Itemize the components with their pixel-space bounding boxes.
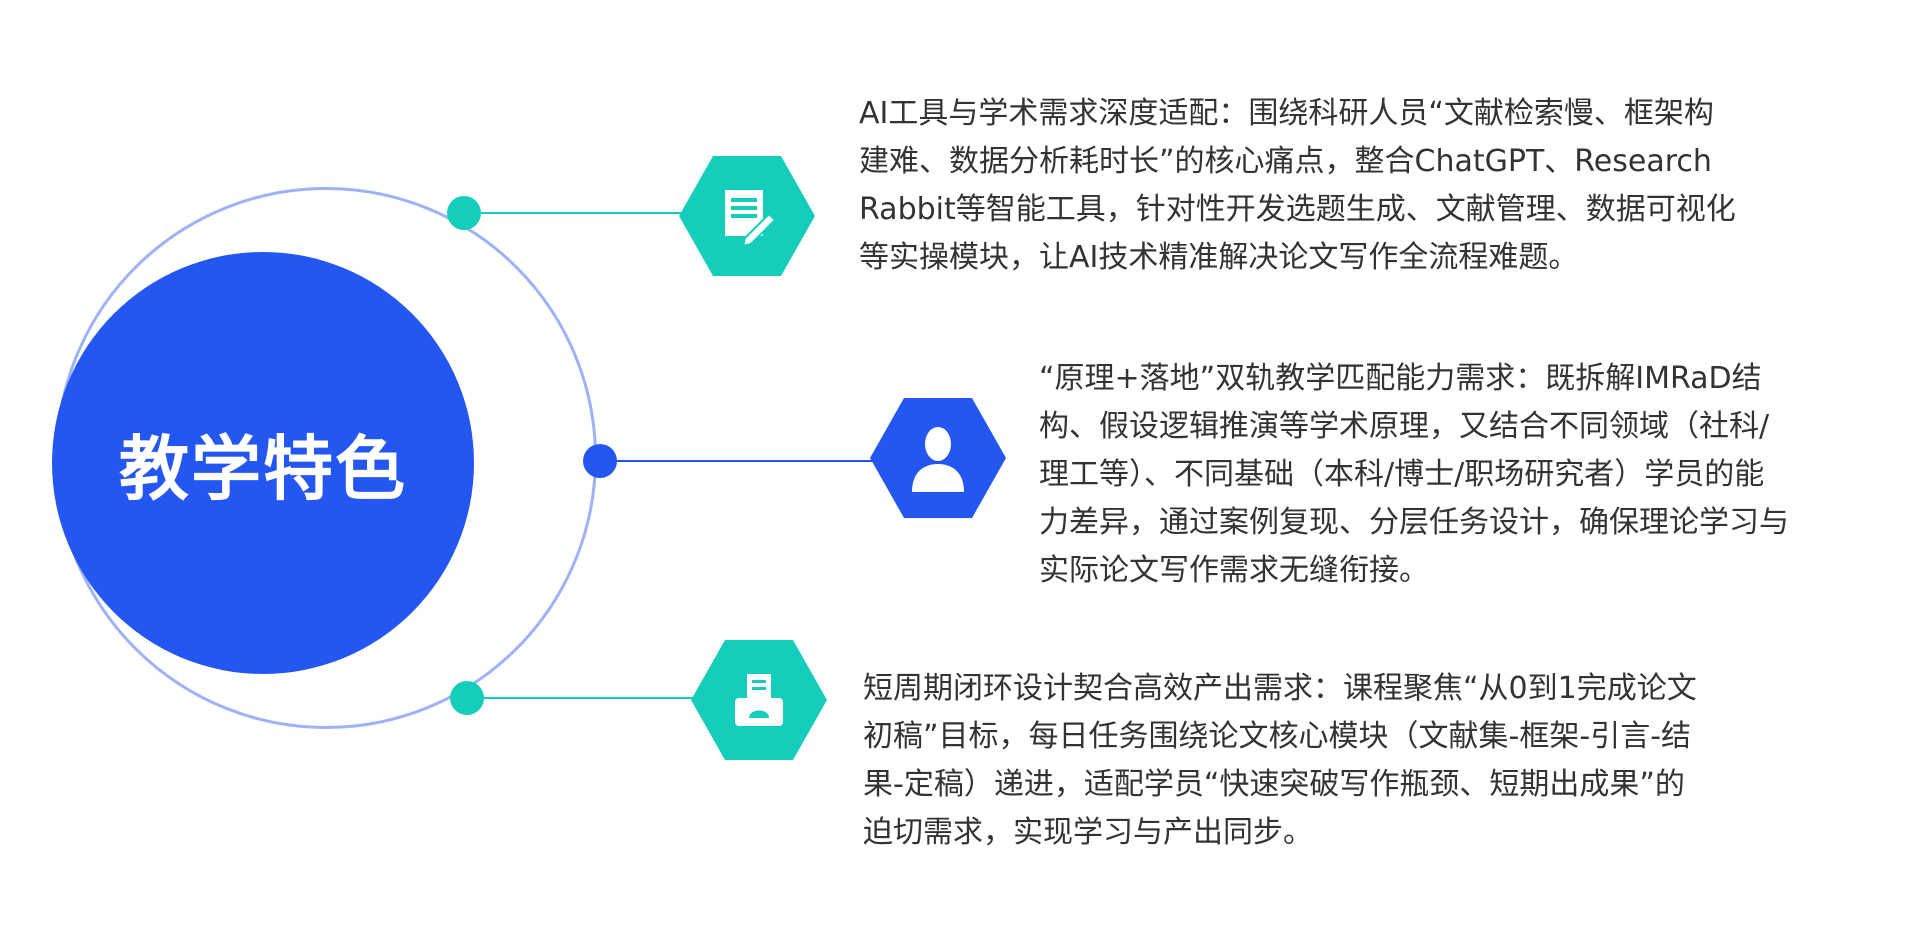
- text-line: 果-定稿）递进，适配学员“快速突破写作瓶颈、短期出成果”的: [863, 767, 1685, 802]
- title: 教学特色: [119, 427, 407, 510]
- title-circle: 教学特色: [52, 252, 474, 674]
- text-line: “原理+落地”双轨教学匹配能力需求：既拆解IMRaD结: [1039, 361, 1762, 396]
- connector-dot-2: [583, 444, 617, 478]
- feature-3-hexagon: [691, 640, 827, 760]
- connector-dot-3: [450, 681, 484, 715]
- text-line: 构、假设逻辑推演等学术原理，又结合不同领域（社科/: [1039, 409, 1770, 444]
- text-line: 等实操模块，让AI技术精准解决论文写作全流程难题。: [859, 240, 1579, 275]
- text-line: 初稿”目标，每日任务围绕论文核心模块（文献集-框架-引言-结: [863, 719, 1692, 754]
- feature-2-hexagon: [870, 398, 1006, 518]
- connector-line-1: [464, 212, 684, 214]
- connector-line-3: [467, 697, 695, 699]
- feature-2-text: “原理+落地”双轨教学匹配能力需求：既拆解IMRaD结 构、假设逻辑推演等学术原…: [1039, 355, 1789, 595]
- text-line: 理工等）、不同基础（本科/博士/职场研究者）学员的能: [1039, 457, 1765, 492]
- feature-1-hexagon: [679, 156, 815, 276]
- document-pencil-icon: [725, 190, 777, 248]
- connector-dot-1: [447, 196, 481, 230]
- text-line: 短周期闭环设计契合高效产出需求：课程聚焦“从0到1完成论文: [863, 671, 1697, 706]
- text-line: Rabbit等智能工具，针对性开发选题生成、文献管理、数据可视化: [859, 192, 1736, 227]
- text-line: 力差异，通过案例复现、分层任务设计，确保理论学习与: [1039, 505, 1789, 540]
- feature-1-text: AI工具与学术需求深度适配：围绕科研人员“文献检索慢、框架构 建难、数据分析耗时…: [859, 90, 1736, 282]
- feature-3-text: 短周期闭环设计契合高效产出需求：课程聚焦“从0到1完成论文 初稿”目标，每日任务…: [863, 665, 1697, 857]
- text-line: 迫切需求，实现学习与产出同步。: [863, 815, 1313, 850]
- text-line: 建难、数据分析耗时长”的核心痛点，整合ChatGPT、Research: [859, 144, 1712, 179]
- text-line: AI工具与学术需求深度适配：围绕科研人员“文献检索慢、框架构: [859, 96, 1714, 131]
- text-line: 实际论文写作需求无缝衔接。: [1039, 553, 1429, 588]
- fax-icon: [735, 674, 783, 726]
- person-icon: [912, 427, 964, 492]
- connector-line-2: [600, 460, 874, 462]
